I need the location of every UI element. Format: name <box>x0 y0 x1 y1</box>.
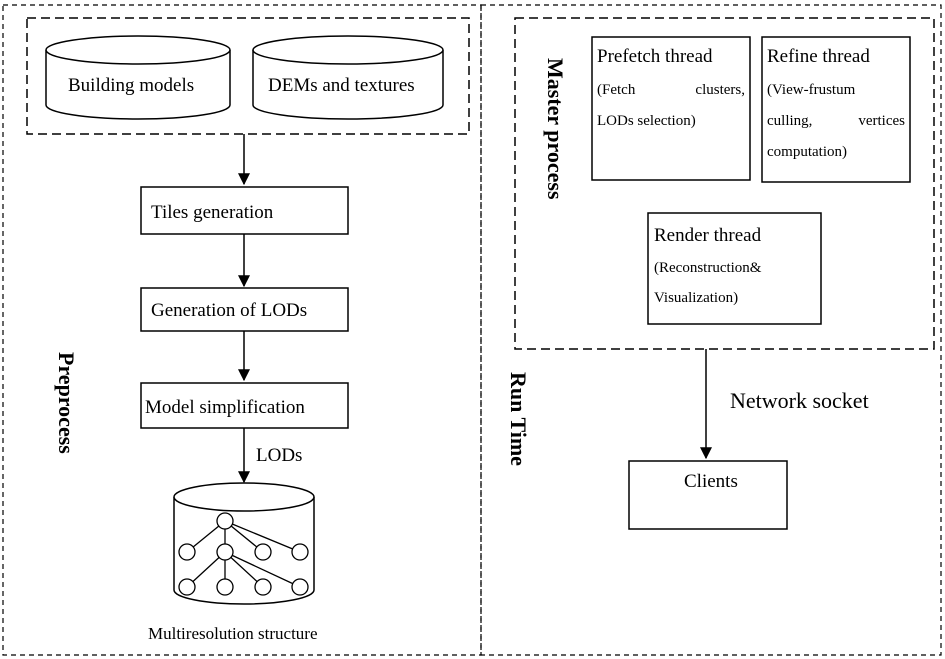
prefetch-thread-line1: (Fetch clusters, <box>597 83 745 98</box>
master-process-group <box>514 17 935 350</box>
refine-line2-left: culling, <box>767 113 813 129</box>
tree-node <box>216 512 234 530</box>
model-simplification-label: Model simplification <box>145 397 305 418</box>
tree-node <box>291 543 309 561</box>
tree-node <box>291 578 309 596</box>
tiles-generation-label: Tiles generation <box>151 202 274 223</box>
refine-thread-line1: (View-frustum <box>767 82 856 98</box>
lods-arrow-label: LODs <box>256 445 303 466</box>
prefetch-thread-title: Prefetch thread <box>597 46 713 67</box>
clients-label: Clients <box>684 471 738 492</box>
render-thread-title: Render thread <box>654 225 762 246</box>
prefetch-thread-line2: LODs selection) <box>597 113 696 129</box>
refine-thread-title: Refine thread <box>767 46 870 67</box>
tree-node <box>216 543 234 561</box>
render-thread-box <box>647 212 822 325</box>
tree-node <box>216 578 234 596</box>
render-thread-line1: (Reconstruction& <box>654 260 762 276</box>
clients-box <box>628 460 788 530</box>
refine-thread-box <box>761 36 911 183</box>
prefetch-line1-right: clusters, <box>695 82 745 98</box>
tree-node <box>178 543 196 561</box>
runtime-frame <box>480 4 942 656</box>
network-socket-label: Network socket <box>730 388 869 413</box>
building-models-label: Building models <box>68 75 195 96</box>
refine-thread-line3: computation) <box>767 144 847 160</box>
generation-of-lods-label: Generation of LODs <box>151 300 308 321</box>
prefetch-line1-left: (Fetch <box>597 82 636 98</box>
lod-tree <box>178 512 309 596</box>
render-thread-line2: Visualization) <box>654 290 739 306</box>
dems-textures-cylinder <box>252 35 444 120</box>
building-models-cylinder <box>45 35 231 120</box>
multiresolution-structure-label: Multiresolution structure <box>148 624 318 643</box>
tiles-generation-box <box>140 186 349 235</box>
refine-thread-line2: culling, vertices <box>767 114 905 129</box>
prefetch-thread-box <box>591 36 751 181</box>
master-process-label: Master process <box>543 58 568 200</box>
tree-node <box>254 578 272 596</box>
runtime-section-label: Run Time <box>506 372 531 466</box>
tree-node <box>254 543 272 561</box>
generation-of-lods-box <box>140 287 349 332</box>
refine-line2-right: vertices <box>858 113 905 129</box>
sources-group <box>26 17 470 135</box>
tree-node <box>178 578 196 596</box>
dems-textures-label: DEMs and textures <box>268 75 415 96</box>
preprocess-section-label: Preprocess <box>54 352 79 454</box>
model-simplification-box <box>140 382 349 429</box>
